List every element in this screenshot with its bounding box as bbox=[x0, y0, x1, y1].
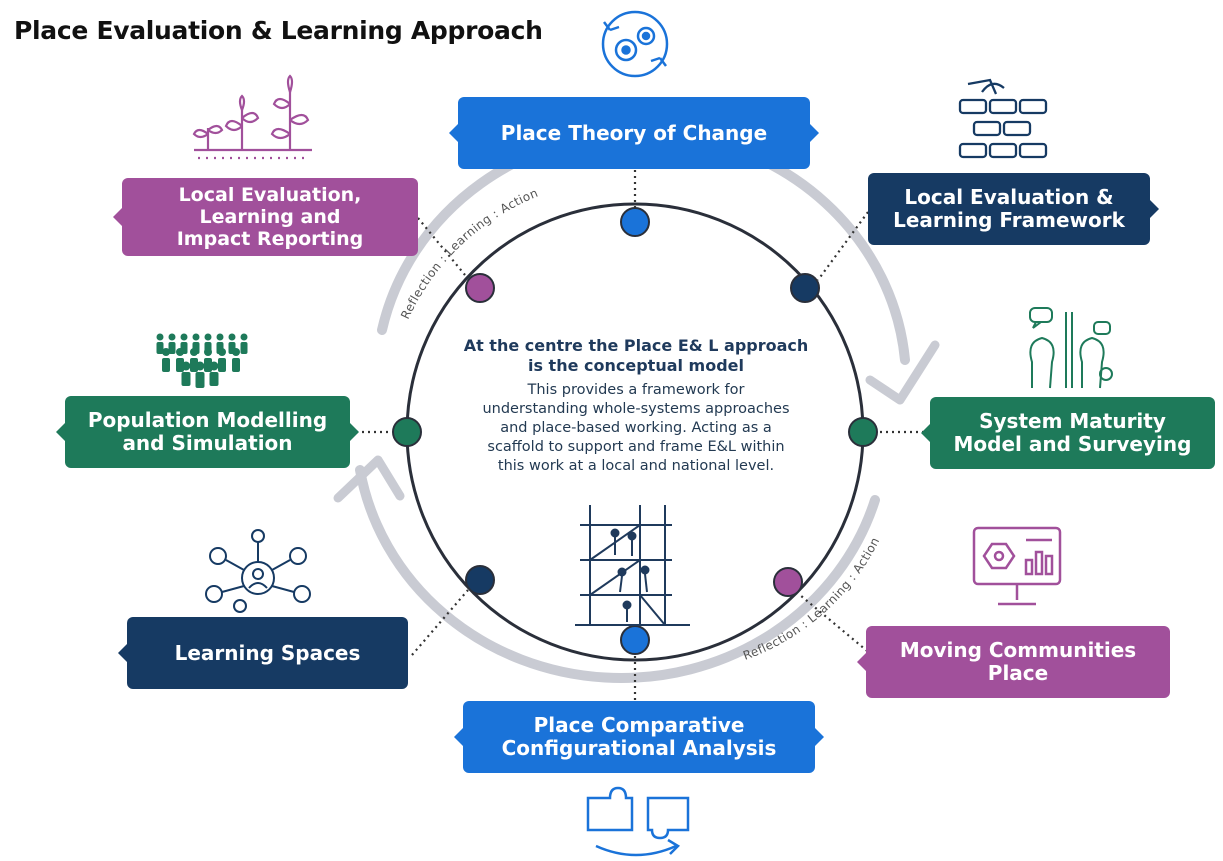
node-label: Local Evaluation & Learning Framework bbox=[893, 185, 1125, 232]
cycle-arrow-lower-head bbox=[333, 455, 405, 503]
node-label: Place Theory of Change bbox=[500, 120, 768, 145]
node-population-modelling: Population Modelling and Simulation bbox=[56, 396, 359, 468]
node-learning-spaces: Learning Spaces bbox=[118, 617, 408, 689]
ring-node-top-left bbox=[465, 273, 495, 303]
cycle-arrow-lower bbox=[355, 465, 880, 683]
cycle-arrow-upper-head bbox=[865, 340, 940, 405]
scaffold-icon bbox=[575, 505, 690, 626]
center-heading: At the centre the Place E& L approach is… bbox=[463, 336, 809, 375]
node-label: Place Comparative Configurational Analys… bbox=[501, 713, 777, 760]
center-text: At the centre the Place E& L approach is… bbox=[432, 336, 840, 476]
ring-node-bottom-right bbox=[773, 567, 803, 597]
crowd-icon bbox=[156, 333, 248, 388]
network-people-icon bbox=[205, 529, 311, 613]
node-label: Moving Communities Place bbox=[899, 638, 1137, 685]
ring-node-left bbox=[392, 417, 422, 447]
node-label: Population Modelling and Simulation bbox=[87, 408, 328, 455]
ring-node-right bbox=[848, 417, 878, 447]
node-label: Local Evaluation, Learning and Impact Re… bbox=[176, 184, 364, 250]
ring-node-top bbox=[620, 207, 650, 237]
node-local-evaluation-reporting: Local Evaluation, Learning and Impact Re… bbox=[113, 178, 418, 256]
node-place-theory-of-change: Place Theory of Change bbox=[449, 97, 819, 169]
connector-top-left bbox=[417, 217, 466, 276]
ring-node-bottom-left bbox=[465, 565, 495, 595]
page-title: Place Evaluation & Learning Approach bbox=[14, 16, 543, 45]
puzzle-pieces-icon bbox=[586, 786, 690, 857]
connector-bottom-right bbox=[799, 594, 873, 656]
node-system-maturity: System Maturity Model and Surveying bbox=[921, 397, 1215, 469]
ring-node-bottom bbox=[620, 625, 650, 655]
connector-bottom-left bbox=[411, 589, 469, 656]
node-local-el-framework: Local Evaluation & Learning Framework bbox=[868, 173, 1159, 245]
growing-plants-icon bbox=[192, 74, 312, 160]
center-body: This provides a framework for understand… bbox=[482, 382, 790, 474]
dashboard-monitor-icon bbox=[972, 526, 1062, 606]
connector-top-right bbox=[817, 211, 869, 281]
people-talking-icon bbox=[1029, 307, 1113, 389]
gears-cycle-icon bbox=[601, 10, 669, 78]
node-place-comparative: Place Comparative Configurational Analys… bbox=[454, 701, 824, 773]
node-label: Learning Spaces bbox=[174, 640, 361, 665]
ring-node-top-right bbox=[790, 273, 820, 303]
brick-wall-icon bbox=[958, 78, 1048, 159]
node-moving-communities: Moving Communities Place bbox=[857, 626, 1170, 698]
node-label: System Maturity Model and Surveying bbox=[953, 409, 1192, 456]
